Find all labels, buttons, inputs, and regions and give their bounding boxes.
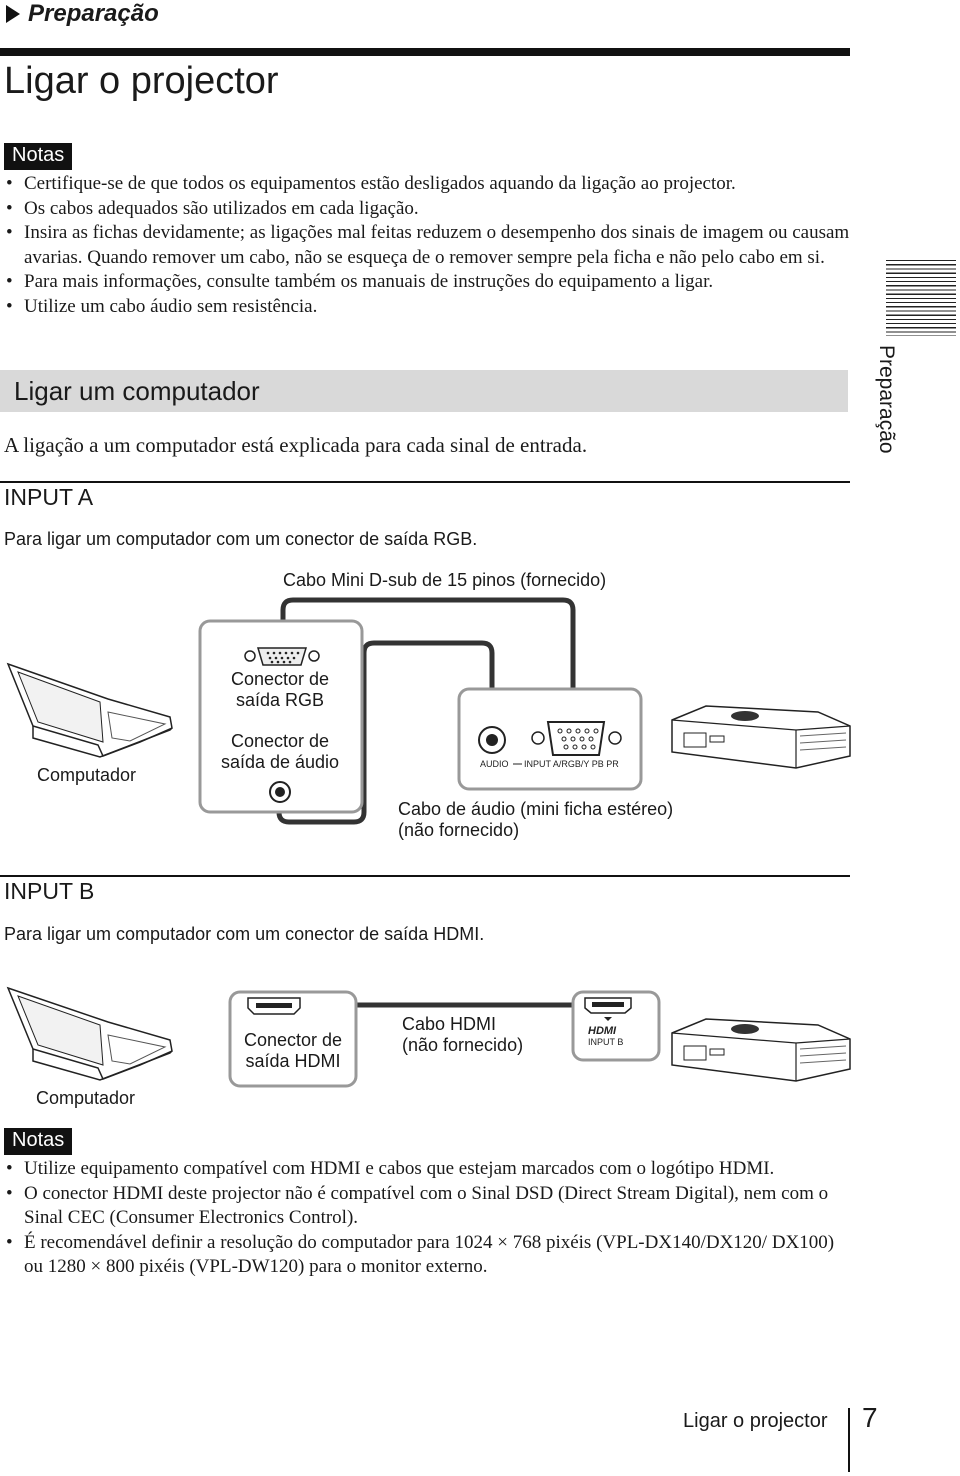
computer-hdmi-box [228, 990, 358, 1088]
projector-audio-jack-icon [478, 726, 506, 754]
input-b-diagram: HDMI INPUT B [6, 986, 851, 1088]
computer-connector-box [198, 619, 364, 814]
cable-audio-line1: Cabo de áudio (mini ficha estéreo) [398, 799, 674, 819]
audio-out-line2: saída de áudio [220, 752, 340, 772]
laptop-icon [6, 986, 173, 1081]
cable-audio-line2: (não fornecido) [398, 820, 520, 840]
projector-hdmi-port-icon [584, 997, 632, 1021]
page-number: 7 [862, 1402, 878, 1433]
cable-hdmi-line1: Cabo HDMI [402, 1014, 497, 1034]
audio-cable [276, 640, 495, 825]
computer-label: Computador [36, 1088, 136, 1108]
cable-rgb-label: Cabo Mini D-sub de 15 pinos (fornecido) [283, 570, 607, 590]
list-item: Utilize um cabo áudio sem resistência. [4, 295, 854, 320]
input-a-heading: INPUT A [4, 484, 94, 510]
panel-input-label: INPUT A/RGB/Y PB PR [524, 759, 619, 769]
input-a-diagram: AUDIO INPUT A/RGB/Y PB PR [6, 597, 851, 825]
footer-title: Ligar o projector [683, 1410, 828, 1432]
list-item: Insira as fichas devidamente; as ligaçõe… [4, 221, 854, 270]
cable-audio-label: Cabo de áudio (mini ficha estéreo) (não … [398, 799, 673, 841]
title-rule [0, 48, 850, 56]
notes-label: Notas [4, 1128, 73, 1155]
list-item: O conector HDMI deste projector não é co… [4, 1182, 854, 1231]
audio-out-label: Conector de saída de áudio [200, 731, 360, 773]
computer-label: Computador [37, 765, 137, 785]
footer-rule [848, 1408, 850, 1472]
list-item: Os cabos adequados são utilizados em cad… [4, 197, 854, 222]
projector-icon [671, 1018, 851, 1082]
rgb-out-label: Conector de saída RGB [200, 669, 360, 711]
audio-out-line1: Conector de [230, 731, 330, 751]
page-title: Ligar o projector [4, 60, 279, 102]
hdmi-port-icon [247, 997, 301, 1015]
hdmi-out-line1: Conector de [243, 1030, 343, 1050]
projector-input-b-label: INPUT B [588, 1037, 623, 1047]
hdmi-out-line2: saída HDMI [245, 1051, 341, 1071]
list-item: Utilize equipamento compatível com HDMI … [4, 1157, 854, 1182]
section-marker: Preparação [6, 0, 159, 28]
list-item: É recomendável definir a resolução do co… [4, 1231, 854, 1280]
list-item: Certifique-se de que todos os equipament… [4, 172, 854, 197]
divider [0, 875, 850, 877]
cable-hdmi-label: Cabo HDMI (não fornecido) [402, 1014, 523, 1056]
section-label: Preparação [28, 0, 159, 27]
notes-label: Notas [4, 143, 73, 170]
input-a-description: Para ligar um computador com um conector… [4, 529, 478, 549]
list-item: Para mais informações, consulte também o… [4, 270, 854, 295]
subheading: Ligar um computador [14, 376, 260, 406]
projector-icon [671, 705, 851, 769]
divider [0, 481, 850, 483]
laptop-icon [6, 662, 173, 758]
hdmi-logo: HDMI [588, 1025, 617, 1037]
notes-list: Utilize equipamento compatível com HDMI … [4, 1157, 854, 1280]
triangle-icon [6, 5, 20, 23]
cable-hdmi-line2: (não fornecido) [402, 1035, 524, 1055]
rgb-out-line1: Conector de [230, 669, 330, 689]
subheading-bar [0, 370, 848, 412]
input-b-heading: INPUT B [4, 878, 95, 904]
rgb-out-line2: saída RGB [235, 690, 325, 710]
vga-connector-icon [244, 647, 320, 666]
rgb-cable [280, 597, 576, 729]
projector-vga-connector-icon [531, 721, 622, 756]
intro-text: A ligação a um computador está explicada… [4, 433, 588, 457]
side-tab-label: Preparação [875, 345, 898, 454]
hdmi-out-label: Conector de saída HDMI [230, 1030, 356, 1072]
panel-audio-label: AUDIO [480, 759, 509, 769]
audio-jack-icon [269, 781, 291, 803]
notes-list: Certifique-se de que todos os equipament… [4, 172, 854, 320]
input-b-description: Para ligar um computador com um conector… [4, 924, 485, 944]
side-tab-lines [886, 260, 956, 336]
